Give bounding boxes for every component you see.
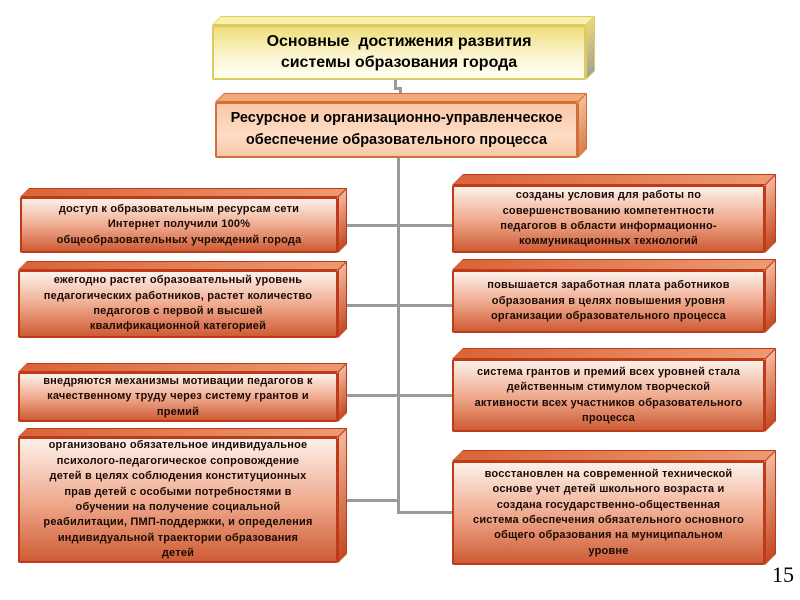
achievement-box-left-3: внедряются механизмы мотивации педагогов… [18,363,347,422]
box-3d-right-face [765,174,776,253]
subtitle-box-3d-top-face [215,93,587,102]
box-3d-top-face [20,188,347,197]
achievement-box-face: внедряются механизмы мотивации педагогов… [18,372,338,422]
connector-trunk-vertical [397,158,400,514]
connector-branch-row2 [340,304,452,307]
slide-title: Основные достижения развития системы обр… [266,32,532,71]
achievement-box-face: повышается заработная плата работников о… [452,270,765,333]
box-3d-right-face [765,348,776,432]
achievement-box-right-4: восстановлен на современной технической … [452,450,776,565]
connector-title-jog-h [394,87,402,90]
achievement-box-left-2: ежегодно растет образовательный уровень … [18,261,347,338]
box-3d-top-face [452,174,776,185]
achievement-text-right-3: система грантов и премий всех уровней ст… [474,365,743,424]
achievement-box-left-1: доступ к образовательным ресурсам сети И… [20,188,347,253]
box-3d-top-face [18,261,347,270]
box-3d-right-face [765,450,776,565]
achievement-text-left-4: внедряются механизмы мотивации педагогов… [43,374,313,418]
achievement-text-right-1: созданы условия для работы по совершенст… [500,189,717,248]
achievement-text-right-2: повышается заработная плата работников о… [487,279,730,323]
connector-branch-row4-right [397,511,452,514]
achievement-box-face: доступ к образовательным ресурсам сети И… [20,197,338,253]
box-3d-right-face [338,428,347,563]
box-3d-right-face [338,363,347,422]
connector-title-jog-v1 [394,79,397,89]
achievement-box-face: созданы условия для работы по совершенст… [452,185,765,253]
title-box-3d-right-face [586,16,595,80]
achievement-box-face: восстановлен на современной технической … [452,461,765,565]
box-3d-top-face [18,363,347,372]
connector-branch-row1 [340,224,452,227]
achievement-text-left-2: ежегодно растет образовательный уровень … [43,274,313,333]
box-3d-right-face [338,188,347,253]
slide-subtitle: Ресурсное и организационно-управленческо… [230,110,563,148]
box-3d-top-face [452,450,776,461]
achievement-text-left-1: доступ к образовательным ресурсам сети И… [56,202,302,246]
achievement-text-left-4: организовано обязательное индивидуальное… [43,439,313,560]
title-box-3d-top-face [212,16,595,25]
page-number: 15 [772,562,794,587]
achievement-box-left-4: организовано обязательное индивидуальное… [18,428,347,563]
subtitle-box-3d-right-face [578,93,587,158]
box-3d-right-face [338,261,347,338]
subtitle-box: Ресурсное и организационно-управленческо… [215,93,587,158]
connector-branch-row3 [340,394,452,397]
box-3d-top-face [452,348,776,359]
achievement-box-face: организовано обязательное индивидуальное… [18,437,338,563]
title-box-face: Основные достижения развития системы обр… [212,25,586,80]
achievement-box-right-2: повышается заработная плата работников о… [452,259,776,333]
box-3d-top-face [452,259,776,270]
title-box: Основные достижения развития системы обр… [212,16,595,80]
achievement-text-right-4: восстановлен на современной технической … [473,467,744,557]
connector-branch-row4-left [340,499,400,502]
box-3d-right-face [765,259,776,333]
subtitle-box-face: Ресурсное и организационно-управленческо… [215,102,578,158]
achievement-box-face: ежегодно растет образовательный уровень … [18,270,338,338]
achievement-box-right-3: система грантов и премий всех уровней ст… [452,348,776,432]
achievement-box-right-1: созданы условия для работы по совершенст… [452,174,776,253]
box-3d-top-face [18,428,347,437]
achievement-box-face: система грантов и премий всех уровней ст… [452,359,765,432]
